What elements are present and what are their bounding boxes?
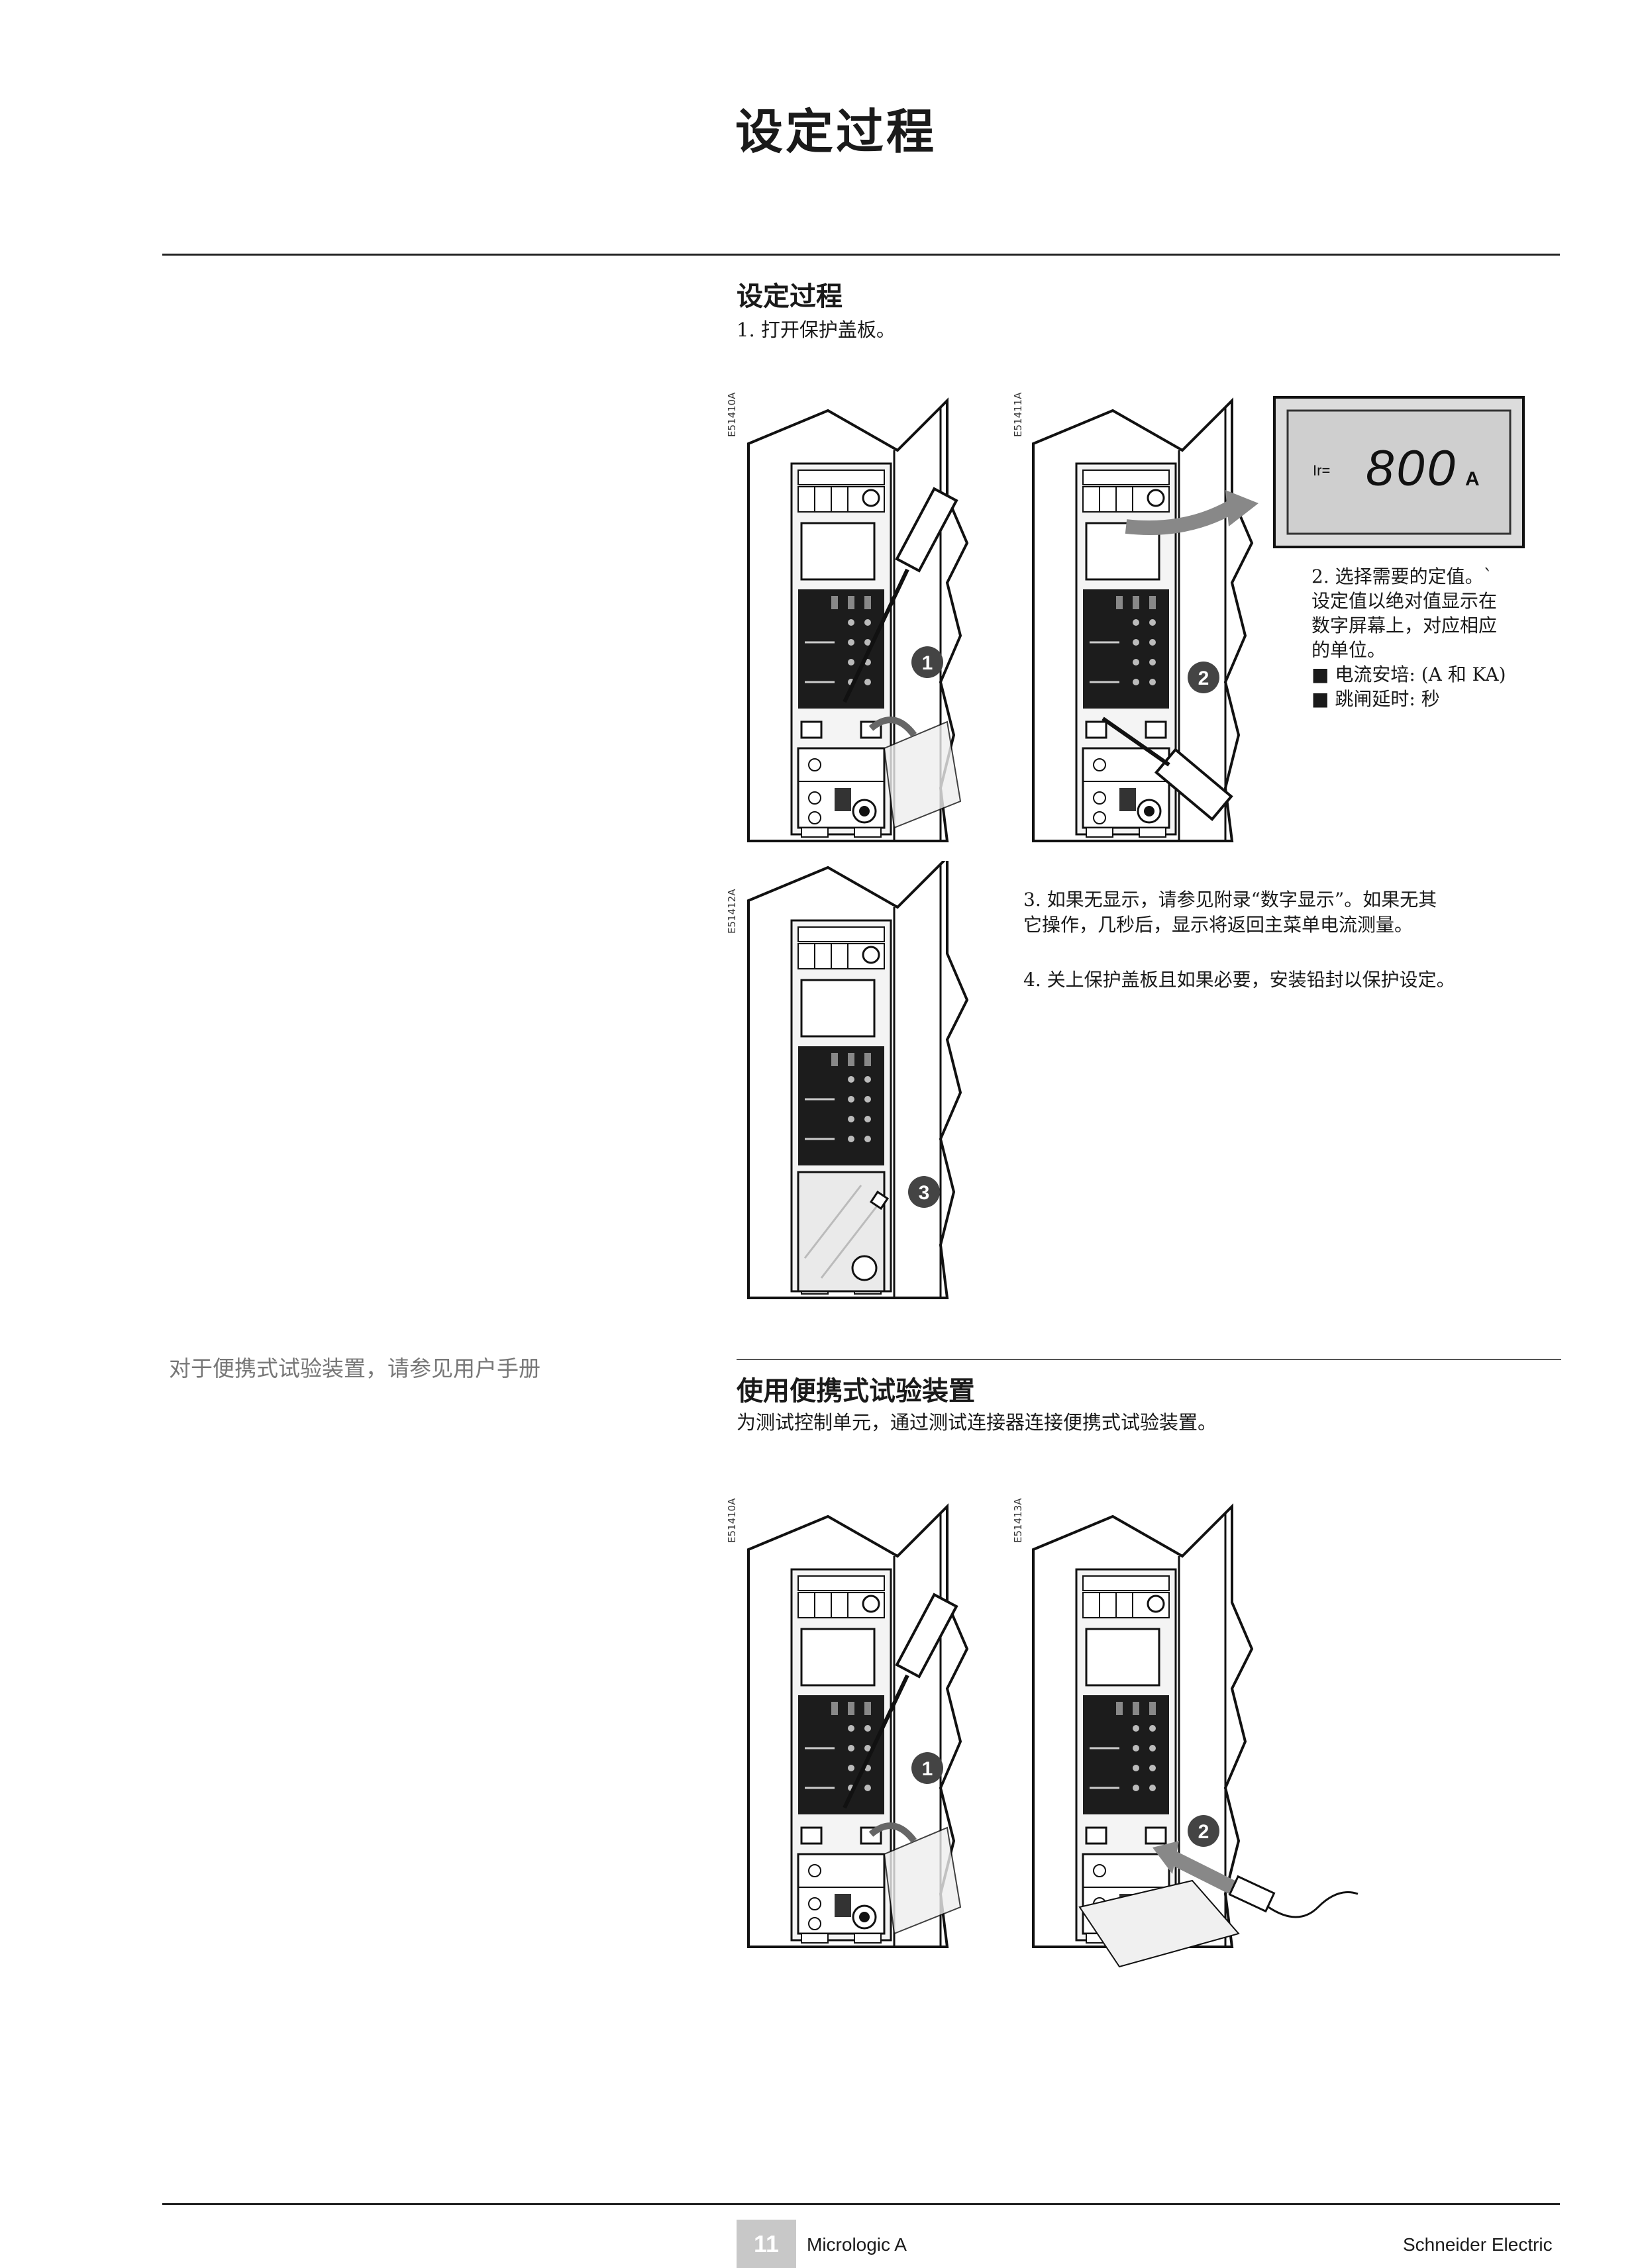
step-number: 3 [919,1182,930,1204]
step-number: 1 [922,1758,933,1780]
figure-select-setting: 2 [1032,399,1258,842]
footer-brand: Schneider Electric [1403,2234,1553,2255]
figure-open-cover: 1 [747,399,968,842]
figure-connect-test-kit: 2 [1032,1505,1359,1968]
page-number: 11 [737,2220,796,2268]
step2-line: 的单位。 [1311,639,1386,661]
step-number: 1 [922,652,933,674]
lcd-display-zoom: Ir= 800 A [1273,396,1525,548]
figure-close-cover: 3 [747,861,968,1299]
step2-heading: 2. 选择需要的定值。` [1311,566,1493,587]
section1-title: 设定过程 [737,281,843,312]
step-badge-2 [1188,662,1219,693]
display-value: 800 [1366,440,1458,497]
display-unit: A [1465,468,1480,490]
bottom-divider [162,2203,1560,2205]
step-badge-3 [908,1176,940,1208]
step2-block: 2. 选择需要的定值。` 设定值以绝对值显示在 数字屏幕上，对应相应 的单位。 … [1311,564,1506,711]
step1-text: 1. 打开保护盖板。 [737,319,896,341]
section2-title: 使用便携式试验装置 [737,1375,975,1406]
step-number: 2 [1198,1821,1209,1843]
section2-text: 为测试控制单元，通过测试连接器连接便携式试验装置。 [737,1411,1217,1434]
step4-text: 4. 关上保护盖板且如果必要，安装铅封以保护设定。 [1023,969,1455,991]
step2-line: 设定值以绝对值显示在 [1311,590,1498,612]
step-badge-1 [911,646,943,678]
display-label: Ir= [1313,462,1330,479]
figure-open-cover-2: 1 [747,1505,968,1948]
step2-bullet: ■ 跳闸延时: 秒 [1311,688,1440,710]
step-number: 2 [1198,667,1209,689]
step2-bullet: ■ 电流安培: (A 和 KA) [1311,664,1506,685]
section2-divider [737,1359,1561,1360]
page-title: 设定过程 [735,103,937,160]
top-divider [162,254,1560,256]
step2-line: 数字屏幕上，对应相应 [1311,615,1498,636]
footer-product: Micrologic A [807,2234,907,2255]
side-note: 对于便携式试验装置，请参见用户手册 [169,1356,540,1381]
step3-text: 3. 如果无显示，请参见附录“数字显示”。如果无其 它操作，几秒后，显示将返回主… [1023,889,1437,936]
